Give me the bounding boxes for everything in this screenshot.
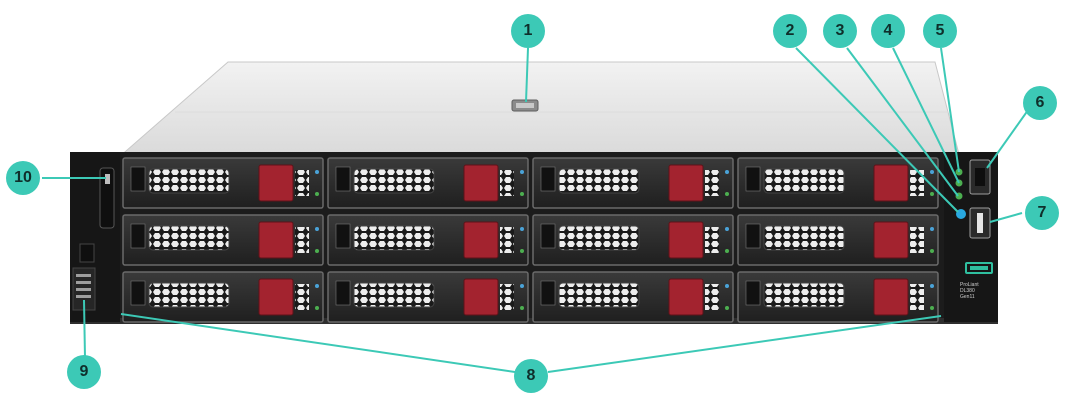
drive-status-led-icon: [520, 192, 524, 196]
drive-activity-led-icon: [725, 227, 729, 231]
drive-status-led-icon: [315, 249, 319, 253]
drive-latch-vent-icon: [500, 284, 514, 310]
drive-vent-icon: [148, 168, 230, 194]
drive-latch-vent-icon: [910, 170, 924, 196]
model-label-line-2: DL380: [960, 288, 975, 294]
drive-status-led-icon: [930, 306, 934, 310]
model-label-line-3: Gen11: [960, 294, 975, 300]
drive-latch-vent-icon: [910, 284, 924, 310]
drive-release-latch[interactable]: [668, 164, 704, 202]
drive-latch-vent-icon: [500, 227, 514, 253]
drive-vent-icon: [353, 225, 435, 251]
callout-5: 5: [923, 14, 957, 48]
callout-7: 7: [1025, 196, 1059, 230]
drive-bay[interactable]: [122, 157, 324, 209]
drive-status-led-icon: [725, 192, 729, 196]
left-pull-tab: [99, 167, 115, 229]
drive-latch-vent-icon: [705, 170, 719, 196]
drive-vent-icon: [763, 282, 845, 308]
drive-activity-led-icon: [930, 227, 934, 231]
drive-bay[interactable]: [737, 271, 939, 323]
hpe-logo-icon: [965, 262, 993, 274]
callout-1: 1: [511, 14, 545, 48]
drive-status-led-icon: [315, 306, 319, 310]
callout-8: 8: [514, 359, 548, 393]
drive-bay[interactable]: [737, 214, 939, 266]
chassis-top-cover: [116, 61, 961, 159]
drive-bay[interactable]: [327, 214, 529, 266]
callout-4: 4: [871, 14, 905, 48]
drive-latch-vent-icon: [705, 227, 719, 253]
drive-latch-vent-icon: [500, 170, 514, 196]
drive-release-latch[interactable]: [463, 278, 499, 316]
drive-release-latch[interactable]: [463, 164, 499, 202]
drive-bay[interactable]: [737, 157, 939, 209]
callout-2: 2: [773, 14, 807, 48]
drive-release-latch[interactable]: [873, 278, 909, 316]
drive-bay[interactable]: [122, 271, 324, 323]
drive-release-latch[interactable]: [668, 221, 704, 259]
drive-vent-icon: [353, 282, 435, 308]
drive-status-led-icon: [520, 306, 524, 310]
drive-bay[interactable]: [327, 271, 529, 323]
drive-latch-vent-icon: [295, 227, 309, 253]
drive-release-latch[interactable]: [873, 164, 909, 202]
callout-10: 10: [6, 161, 40, 195]
drive-release-latch[interactable]: [463, 221, 499, 259]
drive-activity-led-icon: [930, 284, 934, 288]
drive-activity-led-icon: [725, 284, 729, 288]
drive-latch-vent-icon: [910, 227, 924, 253]
drive-activity-led-icon: [315, 284, 319, 288]
drive-activity-led-icon: [930, 170, 934, 174]
drive-vent-icon: [558, 282, 640, 308]
drive-latch-vent-icon: [705, 284, 719, 310]
callout-6: 6: [1023, 86, 1057, 120]
drive-status-led-icon: [725, 306, 729, 310]
drive-bay[interactable]: [532, 271, 734, 323]
drive-release-latch[interactable]: [873, 221, 909, 259]
drive-vent-icon: [148, 282, 230, 308]
drive-latch-vent-icon: [295, 170, 309, 196]
drive-activity-led-icon: [520, 227, 524, 231]
callout-9: 9: [67, 355, 101, 389]
drive-release-latch[interactable]: [258, 164, 294, 202]
drive-activity-led-icon: [315, 227, 319, 231]
drive-bay[interactable]: [532, 157, 734, 209]
callout-3: 3: [823, 14, 857, 48]
drive-bay[interactable]: [532, 214, 734, 266]
model-label: ProLiant DL380 Gen11: [960, 282, 979, 300]
drive-release-latch[interactable]: [258, 221, 294, 259]
drive-activity-led-icon: [520, 170, 524, 174]
drive-latch-vent-icon: [295, 284, 309, 310]
drive-status-led-icon: [930, 192, 934, 196]
drive-status-led-icon: [930, 249, 934, 253]
drive-release-latch[interactable]: [668, 278, 704, 316]
drive-vent-icon: [148, 225, 230, 251]
drive-vent-icon: [353, 168, 435, 194]
drive-vent-icon: [763, 168, 845, 194]
drive-status-led-icon: [725, 249, 729, 253]
drive-status-led-icon: [315, 192, 319, 196]
drive-vent-icon: [558, 168, 640, 194]
drive-vent-icon: [558, 225, 640, 251]
drive-activity-led-icon: [725, 170, 729, 174]
drive-release-latch[interactable]: [258, 278, 294, 316]
drive-vent-icon: [763, 225, 845, 251]
drive-bay[interactable]: [122, 214, 324, 266]
model-label-line-1: ProLiant: [960, 282, 979, 288]
drive-status-led-icon: [520, 249, 524, 253]
drive-activity-led-icon: [520, 284, 524, 288]
drive-bay[interactable]: [327, 157, 529, 209]
leader-lines: [42, 47, 1039, 373]
drive-activity-led-icon: [315, 170, 319, 174]
